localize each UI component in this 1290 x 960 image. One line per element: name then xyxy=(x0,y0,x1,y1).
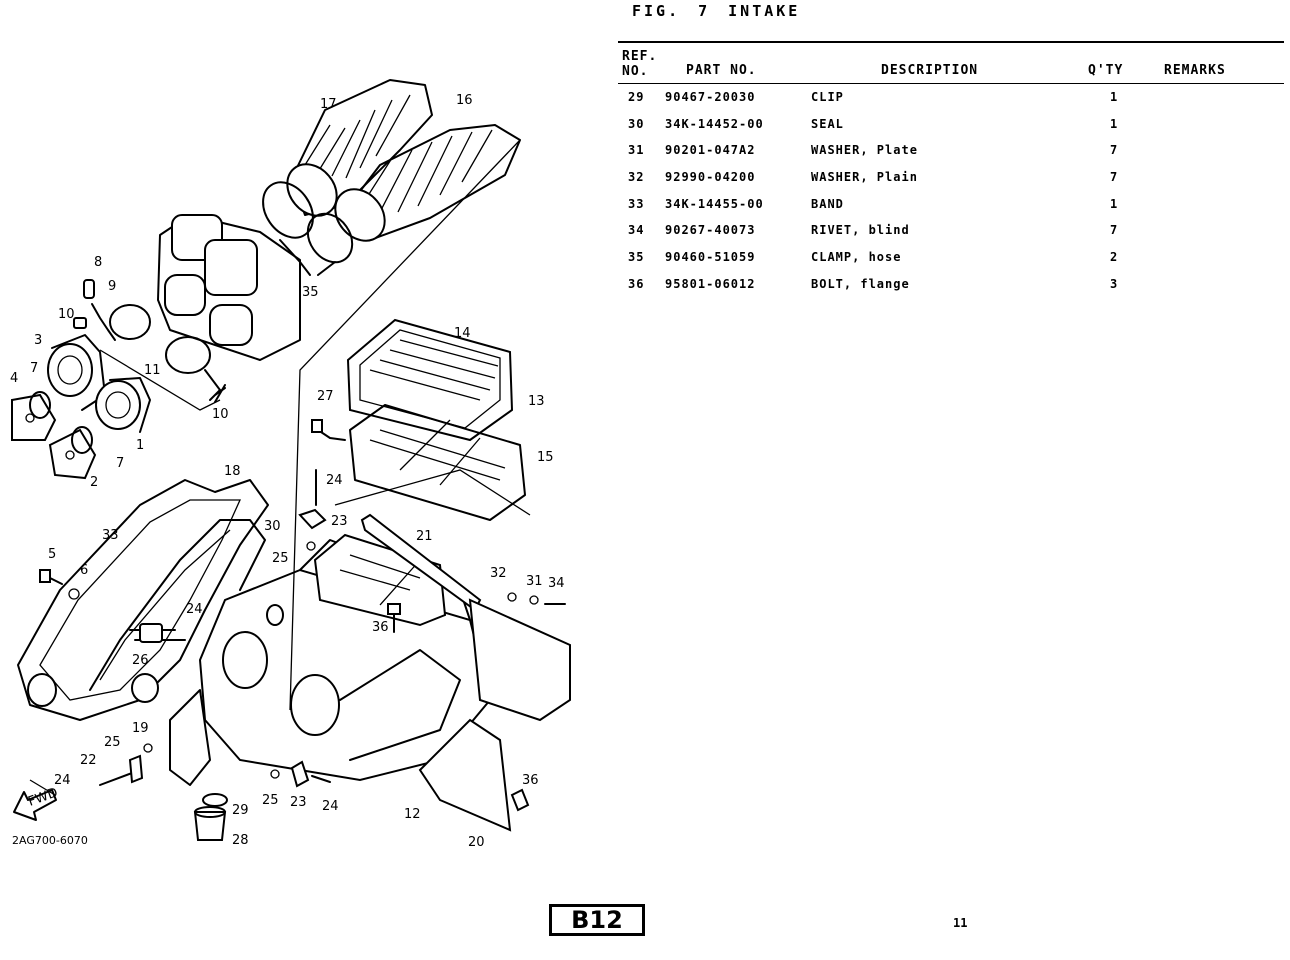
callout-12: 12 xyxy=(404,807,421,822)
callout-11: 11 xyxy=(144,363,161,378)
figure-title: FIG. 7 INTAKE xyxy=(632,2,818,20)
header-ref: REF.NO. xyxy=(622,49,658,79)
air-filter-frame xyxy=(349,404,526,521)
callout-2: 2 xyxy=(90,475,98,490)
callout-18: 18 xyxy=(224,464,241,479)
callout-30: 30 xyxy=(264,519,281,534)
callout-9: 9 xyxy=(108,279,116,294)
callout-14: 14 xyxy=(454,326,471,341)
intake-hose-16 xyxy=(334,124,521,242)
callout-32: 32 xyxy=(490,566,507,581)
callout-5: 5 xyxy=(48,547,56,562)
callout-33: 33 xyxy=(102,528,119,543)
air-filter-case xyxy=(169,513,571,832)
small-hardware xyxy=(39,279,566,841)
leader-lines xyxy=(29,139,531,796)
callout-24: 24 xyxy=(54,773,71,788)
table-top-rule xyxy=(618,41,1284,43)
callout-6: 6 xyxy=(80,563,88,578)
callout-27: 27 xyxy=(317,389,334,404)
header-qty: Q'TY xyxy=(1088,63,1124,78)
table-header-rule xyxy=(618,83,1284,84)
callout-28: 28 xyxy=(232,833,249,848)
header-remarks: REMARKS xyxy=(1164,63,1226,78)
callout-16: 16 xyxy=(456,93,473,108)
illustration-code: 2AG700-6070 xyxy=(12,834,88,847)
intake-joints xyxy=(11,334,151,480)
callout-23: 23 xyxy=(290,795,307,810)
callout-7: 7 xyxy=(116,456,124,471)
callout-19: 19 xyxy=(132,721,149,736)
carburetor-assembly xyxy=(157,214,301,361)
callout-25: 25 xyxy=(262,793,279,808)
callout-21: 21 xyxy=(416,529,433,544)
figure-label: FIG. xyxy=(632,2,681,20)
callout-4: 4 xyxy=(10,371,18,386)
callout-24: 24 xyxy=(326,473,343,488)
callout-8: 8 xyxy=(94,255,102,270)
section-badge: B12 xyxy=(549,904,645,936)
callout-15: 15 xyxy=(537,450,554,465)
callout-25: 25 xyxy=(104,735,121,750)
callout-36: 36 xyxy=(372,620,389,635)
page-number: 11 xyxy=(953,916,968,930)
callout-1: 1 xyxy=(136,438,144,453)
callout-26: 26 xyxy=(132,653,149,668)
intake-hose-17 xyxy=(286,79,433,217)
callout-10: 10 xyxy=(58,307,75,322)
joint-clamps-11 xyxy=(109,304,226,403)
callout-13: 13 xyxy=(528,394,545,409)
front-direction-marker: FWD xyxy=(13,785,60,821)
callout-17: 17 xyxy=(320,97,337,112)
band-and-seal xyxy=(17,479,269,721)
callout-25: 25 xyxy=(272,551,289,566)
callout-23: 23 xyxy=(331,514,348,529)
callout-10: 10 xyxy=(212,407,229,422)
callout-35: 35 xyxy=(302,285,319,300)
callout-29: 29 xyxy=(232,803,249,818)
callout-36: 36 xyxy=(522,773,539,788)
callout-34: 34 xyxy=(548,576,565,591)
figure-name: INTAKE xyxy=(728,2,801,20)
callout-24: 24 xyxy=(186,602,203,617)
callout-20: 20 xyxy=(468,835,485,850)
callout-7: 7 xyxy=(30,361,38,376)
callout-31: 31 xyxy=(526,574,543,589)
callout-3: 3 xyxy=(34,333,42,348)
header-description: DESCRIPTION xyxy=(881,63,979,78)
callout-22: 22 xyxy=(80,753,97,768)
air-filter-element xyxy=(346,318,514,442)
callout-24: 24 xyxy=(322,799,339,814)
figure-number: 7 xyxy=(698,2,711,20)
header-part-no: PART NO. xyxy=(686,63,757,78)
